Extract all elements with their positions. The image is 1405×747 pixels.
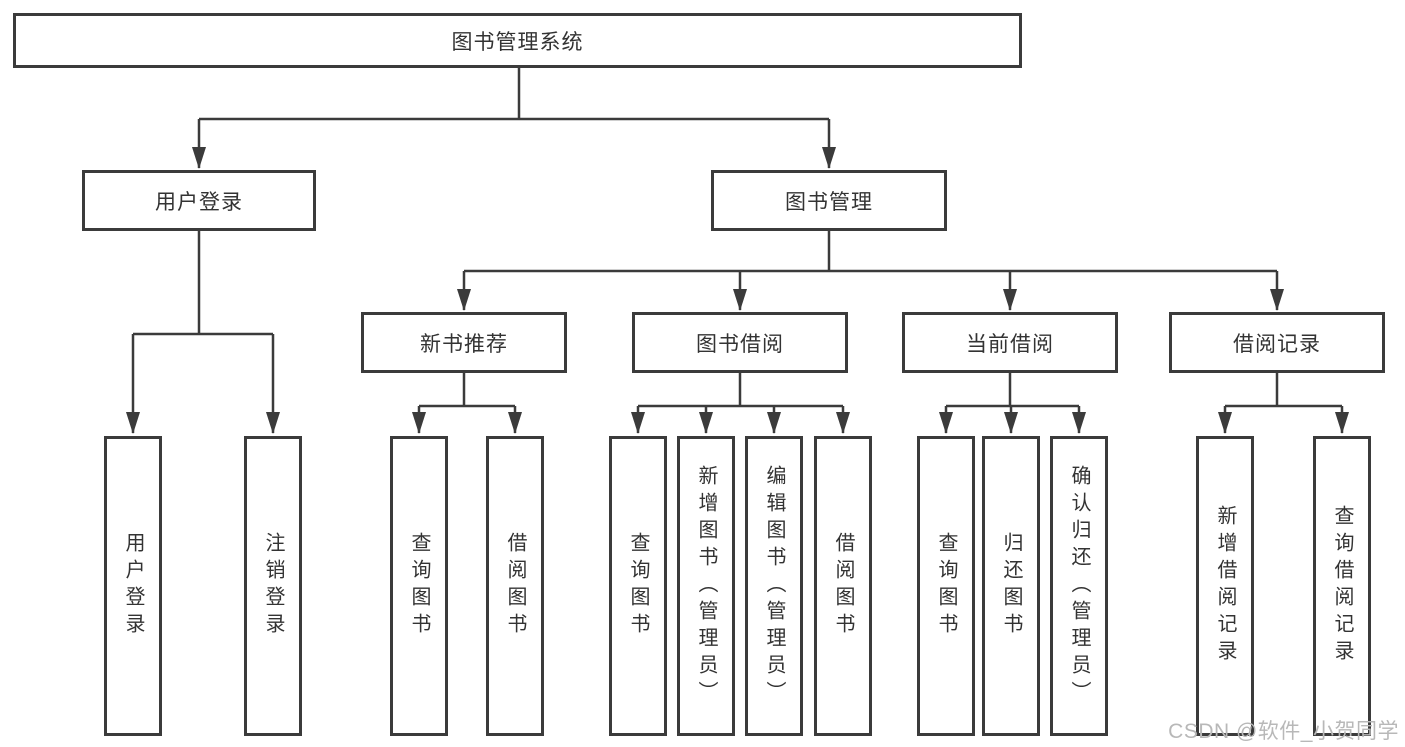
node-book-management: 图书管理 <box>711 170 947 231</box>
leaf-add-books-admin-label: 新增图书（管理员） <box>695 464 717 708</box>
leaf-query-borrow-record-label: 查询借阅记录 <box>1331 505 1353 667</box>
leaf-user-login: 用户登录 <box>104 436 162 736</box>
node-user-login-label: 用户登录 <box>155 190 243 214</box>
leaf-query-borrow-record: 查询借阅记录 <box>1313 436 1371 736</box>
leaf-logout: 注销登录 <box>244 436 302 736</box>
leaf-borrow-query-books-label: 查询图书 <box>627 532 649 640</box>
leaf-add-borrow-record-label: 新增借阅记录 <box>1214 505 1236 667</box>
node-borrow-records-label: 借阅记录 <box>1233 332 1321 356</box>
leaf-borrow-query-books: 查询图书 <box>609 436 667 736</box>
node-book-borrow-label: 图书借阅 <box>696 332 784 356</box>
node-book-management-label: 图书管理 <box>785 190 873 214</box>
leaf-confirm-return-admin-label: 确认归还（管理员） <box>1068 464 1090 708</box>
leaf-borrow-books-label: 借阅图书 <box>832 532 854 640</box>
node-current-borrow: 当前借阅 <box>902 312 1118 373</box>
node-new-book-recommend: 新书推荐 <box>361 312 567 373</box>
leaf-current-query-books: 查询图书 <box>917 436 975 736</box>
leaf-confirm-return-admin: 确认归还（管理员） <box>1050 436 1108 736</box>
node-book-borrow: 图书借阅 <box>632 312 848 373</box>
leaf-recommend-borrow-books: 借阅图书 <box>486 436 544 736</box>
leaf-current-query-books-label: 查询图书 <box>935 532 957 640</box>
node-current-borrow-label: 当前借阅 <box>966 332 1054 356</box>
leaf-borrow-books: 借阅图书 <box>814 436 872 736</box>
leaf-recommend-query-books: 查询图书 <box>390 436 448 736</box>
node-user-login: 用户登录 <box>82 170 316 231</box>
node-library-system: 图书管理系统 <box>13 13 1022 68</box>
leaf-add-books-admin: 新增图书（管理员） <box>677 436 735 736</box>
leaf-logout-label: 注销登录 <box>262 532 284 640</box>
leaf-return-books-label: 归还图书 <box>1000 532 1022 640</box>
node-new-book-recommend-label: 新书推荐 <box>420 332 508 356</box>
leaf-recommend-borrow-books-label: 借阅图书 <box>504 532 526 640</box>
leaf-edit-books-admin: 编辑图书（管理员） <box>745 436 803 736</box>
leaf-edit-books-admin-label: 编辑图书（管理员） <box>763 464 785 708</box>
node-library-system-label: 图书管理系统 <box>451 30 584 54</box>
leaf-return-books: 归还图书 <box>982 436 1040 736</box>
leaf-add-borrow-record: 新增借阅记录 <box>1196 436 1254 736</box>
leaf-recommend-query-books-label: 查询图书 <box>408 532 430 640</box>
node-borrow-records: 借阅记录 <box>1169 312 1385 373</box>
csdn-watermark: CSDN @软件_小贺同学 <box>1168 720 1399 743</box>
leaf-user-login-label: 用户登录 <box>122 532 144 640</box>
